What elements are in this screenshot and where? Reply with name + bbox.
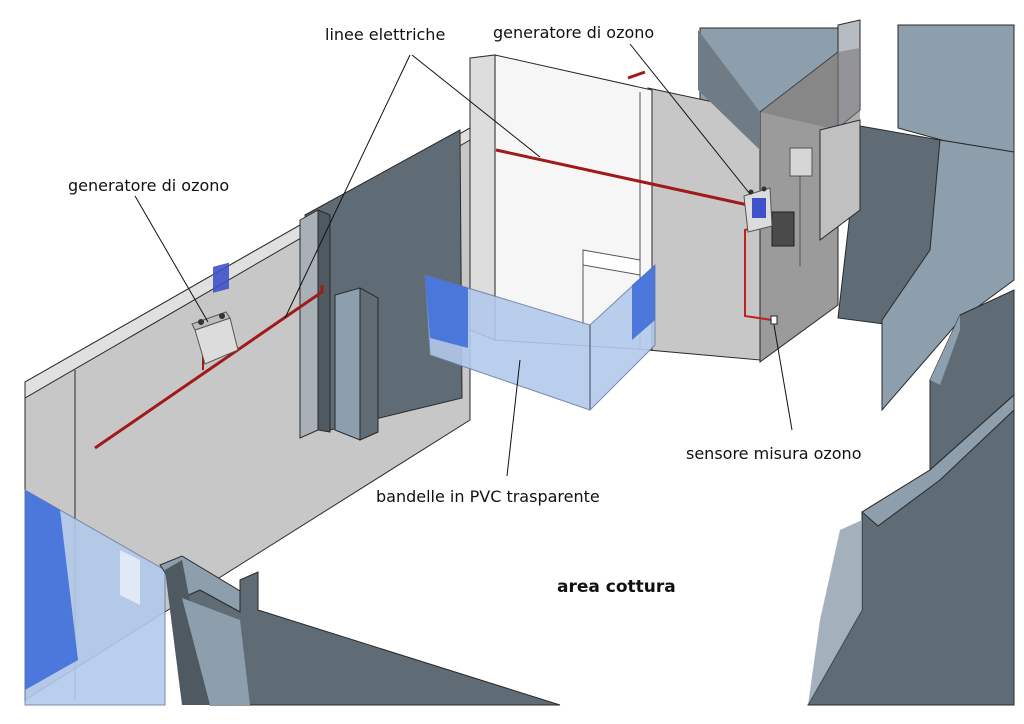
ozone-sensor-icon: [770, 315, 778, 325]
leader-sensor: [773, 324, 793, 431]
back-room: [647, 30, 861, 363]
leader-lines: [134, 43, 793, 477]
label-power-lines: linee elettriche: [325, 25, 445, 44]
power-line-back: [495, 148, 749, 207]
label-pvc-strips: bandelle in PVC trasparente: [376, 487, 600, 506]
power-line-left: [94, 285, 324, 450]
label-ozone-generator-top: generatore di ozono: [493, 23, 654, 42]
label-cooking-area: area cottura: [557, 577, 676, 597]
leader-generator-left: [134, 195, 209, 323]
label-ozone-generator-left: generatore di ozono: [68, 176, 229, 195]
appliance-icon: [771, 211, 795, 247]
central-partition: [469, 54, 653, 351]
right-foreground-walls: [807, 289, 1015, 706]
ozone-generator-icon: [191, 262, 239, 365]
label-ozone-sensor: sensore misura ozono: [686, 444, 861, 463]
dark-wall: [299, 129, 463, 441]
leader-power-right: [411, 54, 541, 158]
leader-power-left: [284, 54, 411, 319]
leader-generator-top: [629, 43, 751, 195]
pvc-curtain: [424, 263, 656, 412]
leader-pvc: [506, 359, 521, 477]
left-foreground: [24, 489, 561, 706]
ozone-generator-right-icon: [743, 186, 773, 233]
boiler-icon: [789, 147, 813, 177]
